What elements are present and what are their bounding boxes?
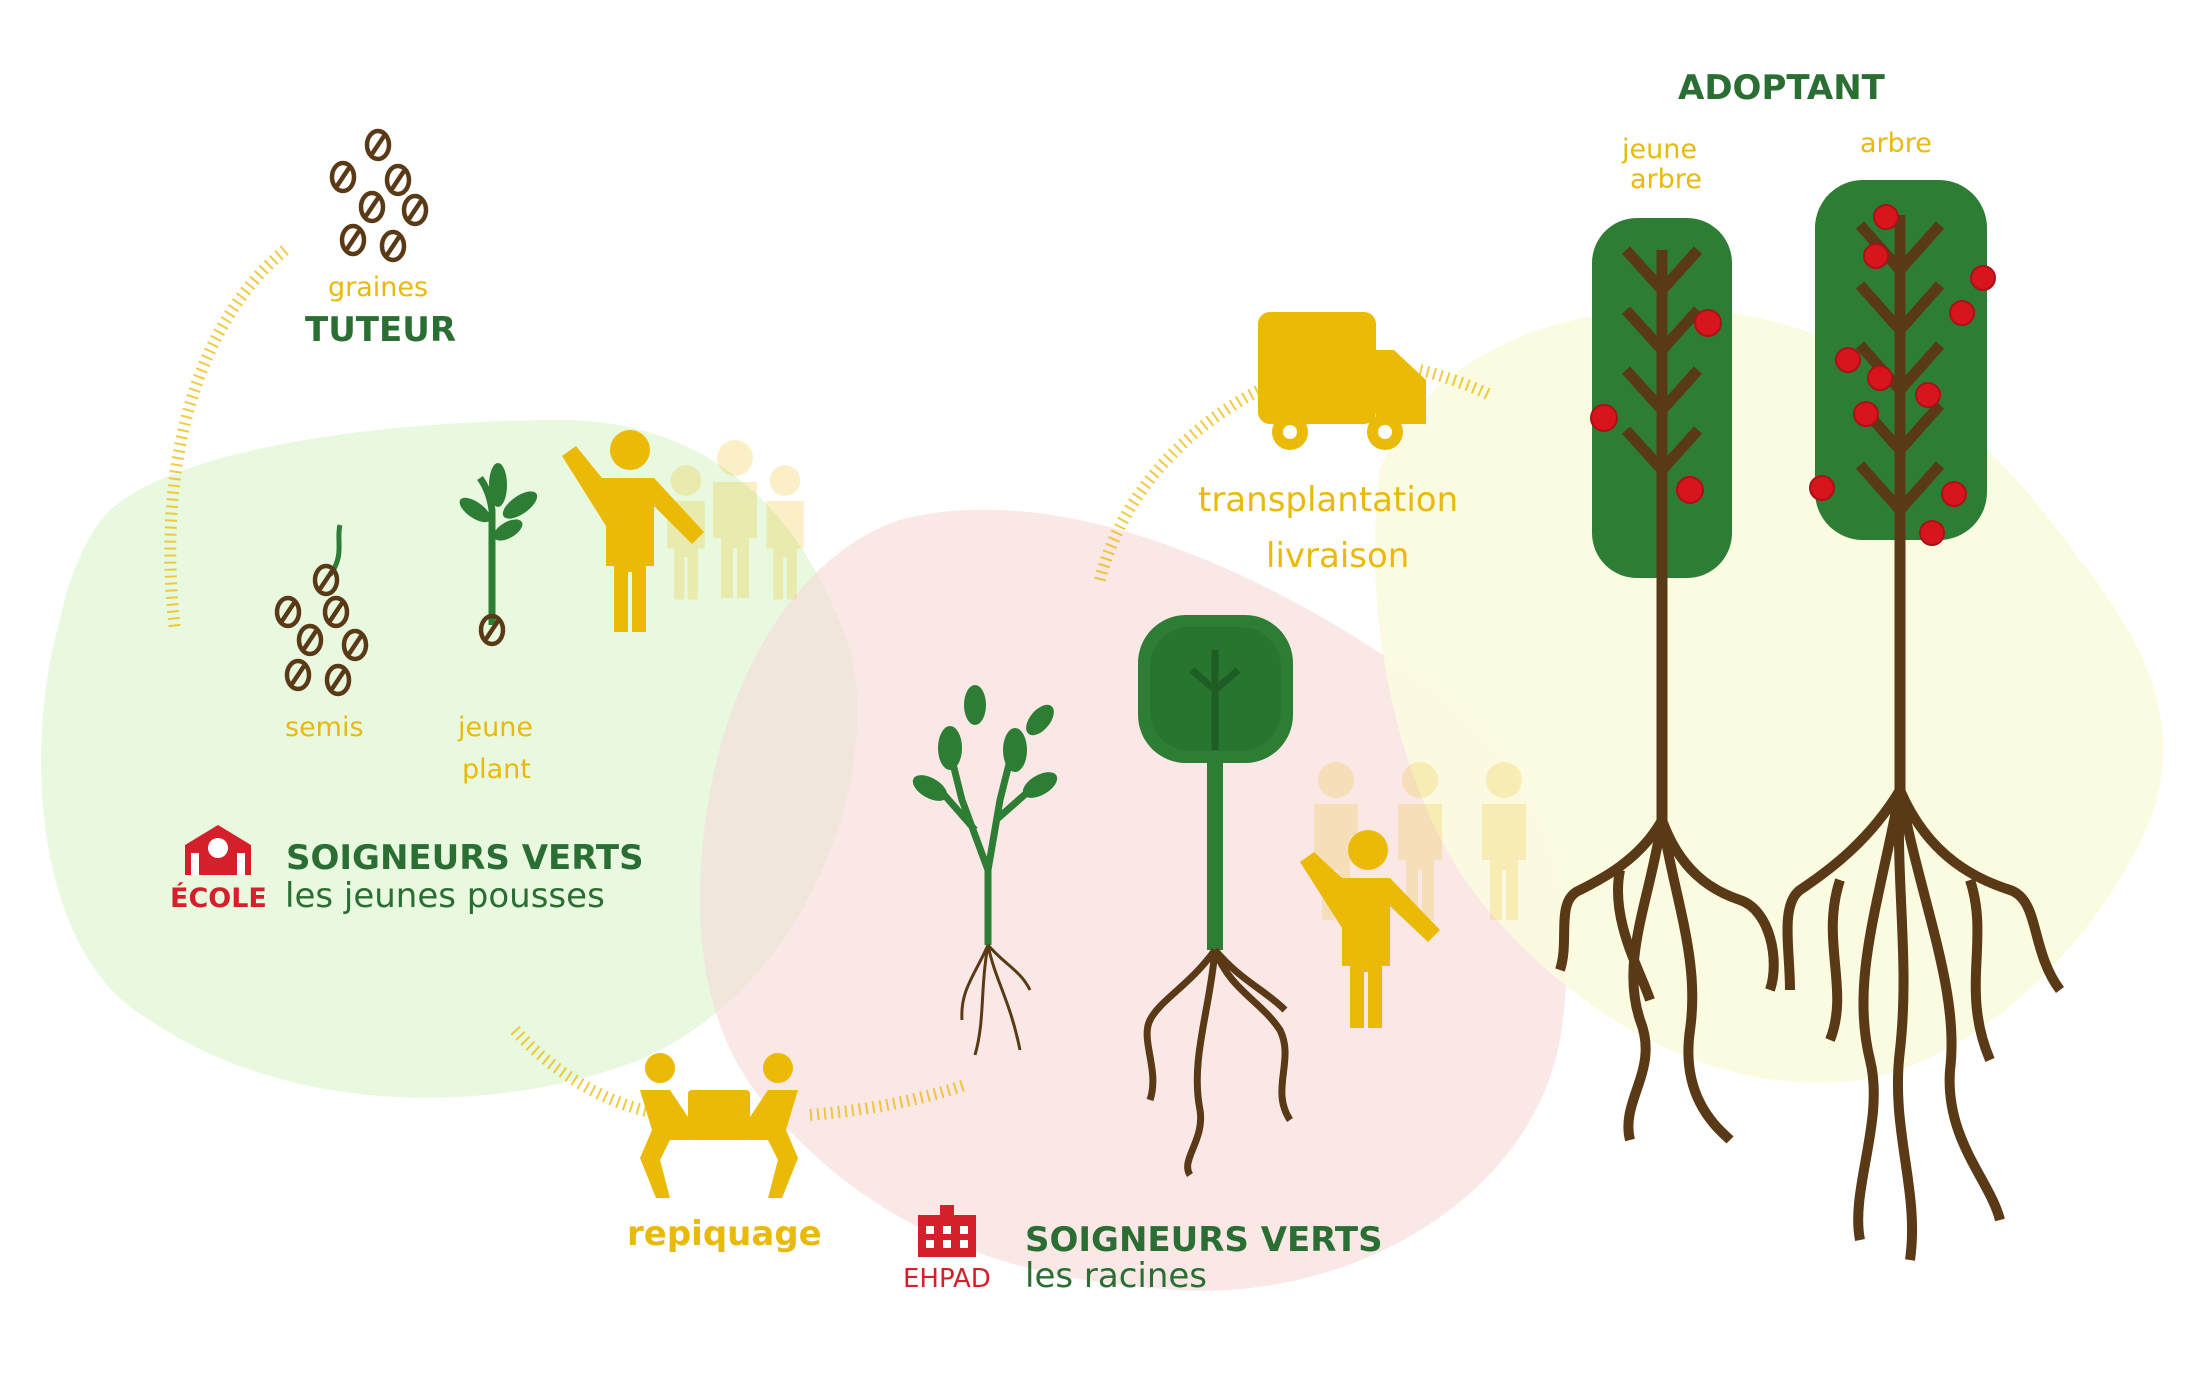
label-jeune-plant-1: jeune bbox=[458, 712, 533, 743]
label-graines: graines bbox=[328, 272, 429, 303]
school-icon bbox=[185, 825, 251, 875]
label-jeune-plant-2: plant bbox=[462, 754, 531, 785]
label-repiquage: repiquage bbox=[627, 1214, 822, 1254]
zone-ecole bbox=[40, 420, 858, 1098]
label-jeune-arbre-2: arbre bbox=[1630, 164, 1702, 195]
sapling-icon bbox=[912, 685, 1058, 1056]
seeds-icon bbox=[332, 131, 426, 260]
label-jeunes-pousses: les jeunes pousses bbox=[285, 876, 605, 916]
zone-ehpad bbox=[700, 509, 1567, 1291]
label-transplantation: transplantation bbox=[1198, 480, 1459, 520]
label-livraison: livraison bbox=[1266, 536, 1410, 576]
label-semis: semis bbox=[285, 712, 364, 743]
label-tuteur: TUTEUR bbox=[305, 310, 457, 350]
label-soigneurs-verts-ehpad: SOIGNEURS VERTS bbox=[1025, 1220, 1383, 1260]
label-jeune-arbre-1: jeune bbox=[1622, 134, 1697, 165]
hospital-icon bbox=[918, 1205, 976, 1257]
mature-tree-icon bbox=[1782, 180, 2065, 1261]
label-adoptant: ADOPTANT bbox=[1678, 68, 1885, 108]
label-racines: les racines bbox=[1025, 1256, 1208, 1296]
seedling-icon bbox=[459, 463, 538, 644]
young-tree-icon bbox=[1555, 218, 1779, 1144]
sprouting-seeds-icon bbox=[277, 524, 366, 694]
young-tree-icon bbox=[1138, 615, 1294, 1177]
label-arbre: arbre bbox=[1860, 128, 1932, 159]
label-ecole: ÉCOLE bbox=[170, 883, 267, 914]
movers-icon bbox=[640, 1053, 798, 1198]
delivery-truck-icon bbox=[1258, 312, 1426, 450]
waving-person-icon bbox=[562, 430, 704, 632]
label-ehpad: EHPAD bbox=[903, 1264, 991, 1294]
waving-person-icon bbox=[1300, 830, 1440, 1028]
label-soigneurs-verts-ecole: SOIGNEURS VERTS bbox=[286, 838, 644, 878]
